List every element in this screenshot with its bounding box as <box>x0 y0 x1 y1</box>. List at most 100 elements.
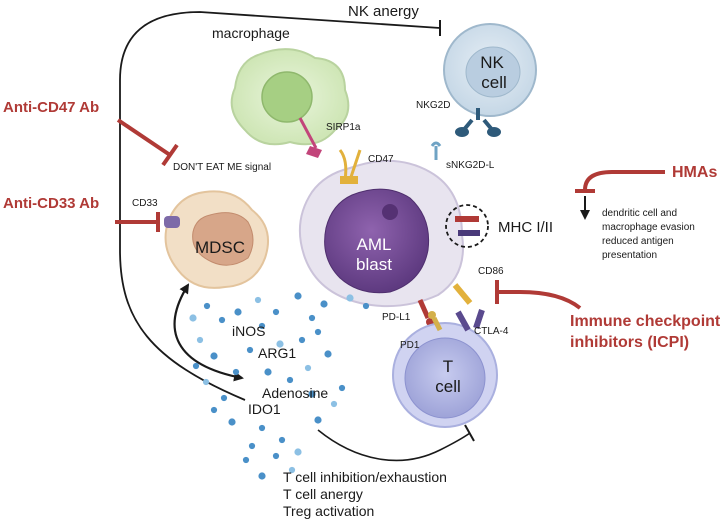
molecule-dot <box>320 300 328 308</box>
molecule-dot <box>346 294 354 302</box>
cd33-receptor <box>164 216 180 228</box>
mhc-molecule-purple <box>458 230 480 236</box>
ctla4-label: CTLA-4 <box>474 326 509 337</box>
nk-anergy-line <box>119 11 441 401</box>
molecule-dot <box>254 296 262 304</box>
anti-cd47-inhibit-bar <box>161 143 179 167</box>
hma-effect-4: presentation <box>602 250 657 261</box>
molecule-dot <box>314 328 322 336</box>
molecule-dot <box>272 308 280 316</box>
macrophage-label: macrophage <box>212 25 290 41</box>
hmas-inhibit-line <box>583 170 665 191</box>
molecule-dot <box>330 400 338 408</box>
molecule-dot <box>288 466 296 474</box>
molecule-dot <box>272 452 280 460</box>
ido1-label: IDO1 <box>248 401 281 417</box>
nk-cell-label-2: cell <box>481 73 507 92</box>
mhc-label: MHC I/II <box>498 219 553 236</box>
hmas-label: HMAs <box>672 164 717 181</box>
molecule-dot <box>298 336 306 344</box>
molecule-dot <box>210 406 218 414</box>
molecule-dot <box>228 418 236 426</box>
pd1-label: PD1 <box>400 340 420 351</box>
icpi-inhibit-line <box>498 290 582 310</box>
t-cell-label-2: cell <box>435 377 461 396</box>
cd86-label: CD86 <box>478 266 504 277</box>
anti-cd47-label: Anti-CD47 Ab <box>3 99 99 116</box>
molecule-dot <box>308 390 316 398</box>
hma-effect-1: dendritic cell and <box>602 208 677 219</box>
molecule-dot <box>210 352 218 360</box>
molecule-dot <box>308 314 316 322</box>
sirp1a-label: SIRP1a <box>326 122 361 133</box>
pd-l1-receptor <box>417 298 431 320</box>
cd47-label: CD47 <box>368 154 394 165</box>
ctla4-receptor <box>455 309 485 332</box>
mdsc-nucleus <box>192 212 254 266</box>
molecule-dot <box>314 416 322 424</box>
molecule-dot <box>304 364 312 372</box>
molecule-dot <box>324 350 332 358</box>
molecule-dot <box>264 368 272 376</box>
mhc-molecule-red <box>455 216 479 222</box>
molecule-to-tcell-line <box>317 429 471 462</box>
molecule-dot <box>362 302 370 310</box>
anti-cd47-inhibit-line <box>116 118 172 157</box>
aml-nucleolus <box>382 204 398 220</box>
pd1-head <box>428 311 436 319</box>
pd1-receptor <box>431 316 443 332</box>
molecule-dot <box>258 472 266 480</box>
nkg2d-head-right <box>487 127 501 137</box>
molecule-dot <box>258 424 266 432</box>
molecule-dot <box>276 340 284 348</box>
aml-label-1: AML <box>357 235 392 254</box>
nkg2d-label: NKG2D <box>416 100 450 111</box>
molecule-dot <box>286 376 294 384</box>
dont-eat-me-label: DON'T EAT ME signal <box>173 162 271 173</box>
cd86-receptor <box>452 283 473 305</box>
hma-effect-3: reduced antigen <box>602 236 674 247</box>
inos-label: iNOS <box>232 323 265 339</box>
macrophage-nucleus <box>261 71 313 123</box>
icpi-label-2: inhibitors (ICPI) <box>570 334 689 351</box>
outcome-2-label: T cell anergy <box>283 486 363 502</box>
snkg2d-l-label: sNKG2D-L <box>446 160 495 171</box>
t-cell-nucleus <box>404 337 486 419</box>
molecule-dot <box>294 292 302 300</box>
secreted-molecules <box>189 292 370 480</box>
molecule-dot <box>278 436 286 444</box>
molecule-dot <box>258 322 266 330</box>
molecule-dot <box>189 314 197 322</box>
molecule-dot <box>234 308 242 316</box>
sirp1a-receptor <box>298 117 318 149</box>
mdsc-label: MDSC <box>195 238 245 257</box>
t-cell-label-1: T <box>443 357 453 376</box>
hma-effect-2: macrophage evasion <box>602 222 695 233</box>
molecule-dot <box>203 302 211 310</box>
molecule-dot <box>192 362 200 370</box>
cd33-label: CD33 <box>132 198 158 209</box>
tcell-inhibit-bar <box>464 424 475 442</box>
adenosine-label: Adenosine <box>262 385 328 401</box>
sirp1a-head <box>306 146 322 158</box>
molecule-dot <box>246 346 254 354</box>
molecule-dot <box>196 336 204 344</box>
mdsc-molecule-arrow <box>173 283 244 382</box>
cd47-base <box>340 176 358 184</box>
mhc-dashed-circle <box>445 204 489 248</box>
anti-cd33-label: Anti-CD33 Ab <box>3 195 99 212</box>
molecule-dot <box>294 448 302 456</box>
molecule-dot <box>218 316 226 324</box>
icpi-label-1: Immune checkpoint <box>570 313 721 330</box>
arg1-label: ARG1 <box>258 345 296 361</box>
nk-nucleus <box>465 46 521 98</box>
molecule-dot <box>242 456 250 464</box>
aml-nucleus <box>324 188 430 294</box>
snkg2d-l-molecule <box>430 141 442 160</box>
molecule-dot <box>248 442 256 450</box>
outcome-3-label: Treg activation <box>283 503 374 519</box>
molecule-dot <box>232 368 240 376</box>
molecule-dot <box>202 378 210 386</box>
